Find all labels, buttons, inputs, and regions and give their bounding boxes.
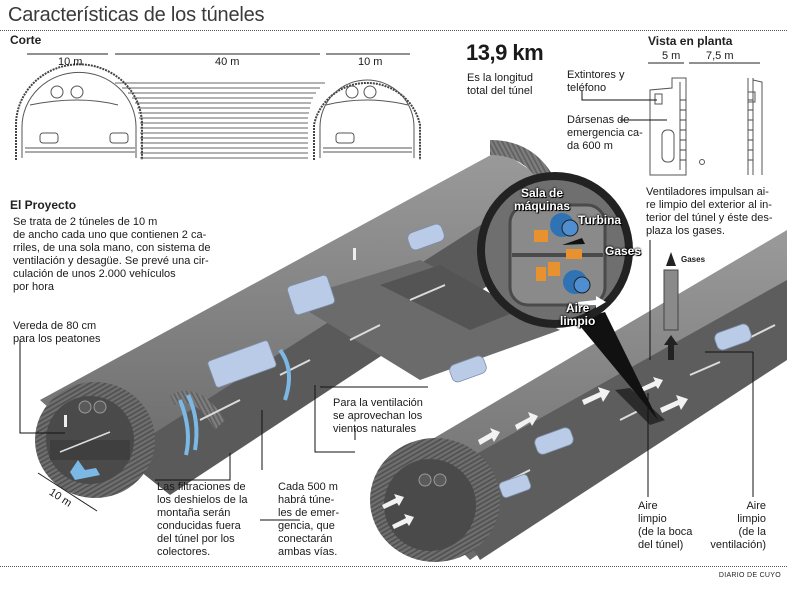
machine-room-title-line1: Sala de: [520, 186, 564, 200]
cross-section-drawing: [15, 53, 421, 160]
extintores-line2: teléfono: [567, 82, 607, 94]
filtraciones-line: conducidas fuera: [157, 520, 241, 532]
clean-air-label: Aire limpio: [560, 302, 595, 328]
vereda-line1: Vereda de 80 cm: [13, 320, 97, 332]
vereda-line2: para los peatones: [13, 333, 101, 345]
clean-air-line2: limpio: [560, 314, 596, 328]
turbine-label: Turbina: [578, 213, 622, 227]
length-caption-line1: Es la longitud: [467, 72, 534, 84]
ventilacion-line: vientos naturales: [333, 423, 417, 435]
machine-room-title-line2: máquinas: [514, 199, 571, 213]
corte-dim-middle: 40 m: [215, 56, 240, 68]
proyecto-line: de ancho cada uno que contienen 2 ca-: [13, 229, 207, 241]
proyecto-heading: El Proyecto: [10, 198, 77, 212]
emergencia-line: conectarán: [278, 533, 333, 545]
aire-vent-line: Aire: [746, 500, 766, 512]
length-stat: 13,9 km: [466, 40, 544, 65]
page-title: Características de los túneles: [8, 4, 265, 26]
emergencia-line: Cada 500 m: [278, 481, 338, 493]
ventiladores-text: Ventiladores impulsan ai- re limpio del …: [646, 186, 773, 238]
proyecto-line: Se trata de 2 túneles de 10 m: [13, 216, 158, 228]
corte-heading: Corte: [10, 33, 42, 47]
tunnel-3d: [35, 140, 787, 562]
aire-vent-line: ventilación): [710, 539, 766, 551]
machine-room-title: Sala de máquinas: [514, 187, 570, 213]
filtraciones-line: Las filtraciones de: [157, 481, 246, 493]
aire-boca-line: limpio: [638, 513, 667, 525]
divider-bottom: [0, 566, 787, 567]
ventiladores-line: re limpio del exterior al in-: [646, 199, 772, 211]
filtraciones-line: montaña serán: [157, 507, 231, 519]
aire-boca-line: (de la boca: [638, 526, 693, 538]
proyecto-line: rriles, de una sola mano, con sistema de: [13, 242, 211, 254]
plan-dim-left: 5 m: [662, 50, 681, 62]
filtraciones-line: colectores.: [157, 546, 211, 558]
filtraciones-line: los deshielos de la: [157, 494, 248, 506]
extintores-label: Extintores y teléfono: [567, 69, 624, 95]
aire-vent-line: (de la: [738, 526, 766, 538]
filtraciones-text: Las filtraciones de los deshielos de la …: [157, 481, 248, 559]
ventilacion-text: Para la ventilación se aprovechan los vi…: [333, 397, 423, 436]
plan-heading: Vista en planta: [648, 34, 733, 48]
gases-shaft-label: Gases: [681, 255, 706, 264]
aire-vent-line: limpio: [737, 513, 766, 525]
ventilacion-line: Para la ventilación: [333, 397, 423, 409]
length-caption-line2: total del túnel: [467, 85, 533, 97]
proyecto-text: Se trata de 2 túneles de 10 m de ancho c…: [13, 216, 211, 294]
proyecto-line: ventilación y desagüe. Se prevé una cir-: [13, 255, 209, 267]
source-credit: DIARIO DE CUYO: [718, 572, 781, 579]
ventilacion-line: se aprovechan los: [333, 410, 423, 422]
plan-dim-right: 7,5 m: [706, 50, 734, 62]
darsenas-line3: da 600 m: [567, 140, 613, 152]
emergencia-line: ambas vías.: [278, 546, 338, 558]
aire-boca-text: Aire limpio (de la boca del túnel): [638, 500, 692, 552]
leader-lines: [19, 240, 754, 521]
aire-boca-line: del túnel): [638, 539, 684, 551]
vereda-label: Vereda de 80 cm para los peatones: [13, 320, 100, 346]
ventiladores-line: Ventiladores impulsan ai-: [646, 186, 769, 198]
emergencia-line: les de emer-: [278, 507, 340, 519]
darsenas-line2: emergencia ca-: [567, 127, 643, 139]
gases-label: Gases: [605, 244, 642, 258]
aire-vent-text: Aire limpio (de la ventilación): [700, 500, 766, 552]
ventiladores-line: terior del túnel y éste des-: [646, 212, 773, 224]
extintores-line1: Extintores y: [567, 69, 625, 81]
divider-top: [0, 30, 787, 31]
corte-dim-left: 10 m: [58, 56, 83, 68]
darsenas-label: Dársenas de emergencia ca- da 600 m: [567, 114, 643, 153]
proyecto-line: por hora: [13, 281, 54, 293]
emergencia-line: habrá túne-: [278, 494, 335, 506]
length-caption: Es la longitud total del túnel: [467, 72, 533, 98]
aire-boca-line: Aire: [638, 500, 658, 512]
plan-view-drawing: [581, 62, 763, 176]
filtraciones-line: del túnel por los: [157, 533, 235, 545]
proyecto-line: culación de unos 2.000 vehículos: [13, 268, 176, 280]
clean-air-line1: Aire: [566, 301, 590, 315]
emergencia-line: gencia, que: [278, 520, 335, 532]
machine-room-inset: [477, 172, 658, 420]
ventiladores-line: plaza los gases.: [646, 225, 725, 237]
corte-dim-right: 10 m: [358, 56, 383, 68]
emergencia-text: Cada 500 m habrá túne- les de emer- genc…: [278, 481, 339, 559]
darsenas-line1: Dársenas de: [567, 114, 630, 126]
